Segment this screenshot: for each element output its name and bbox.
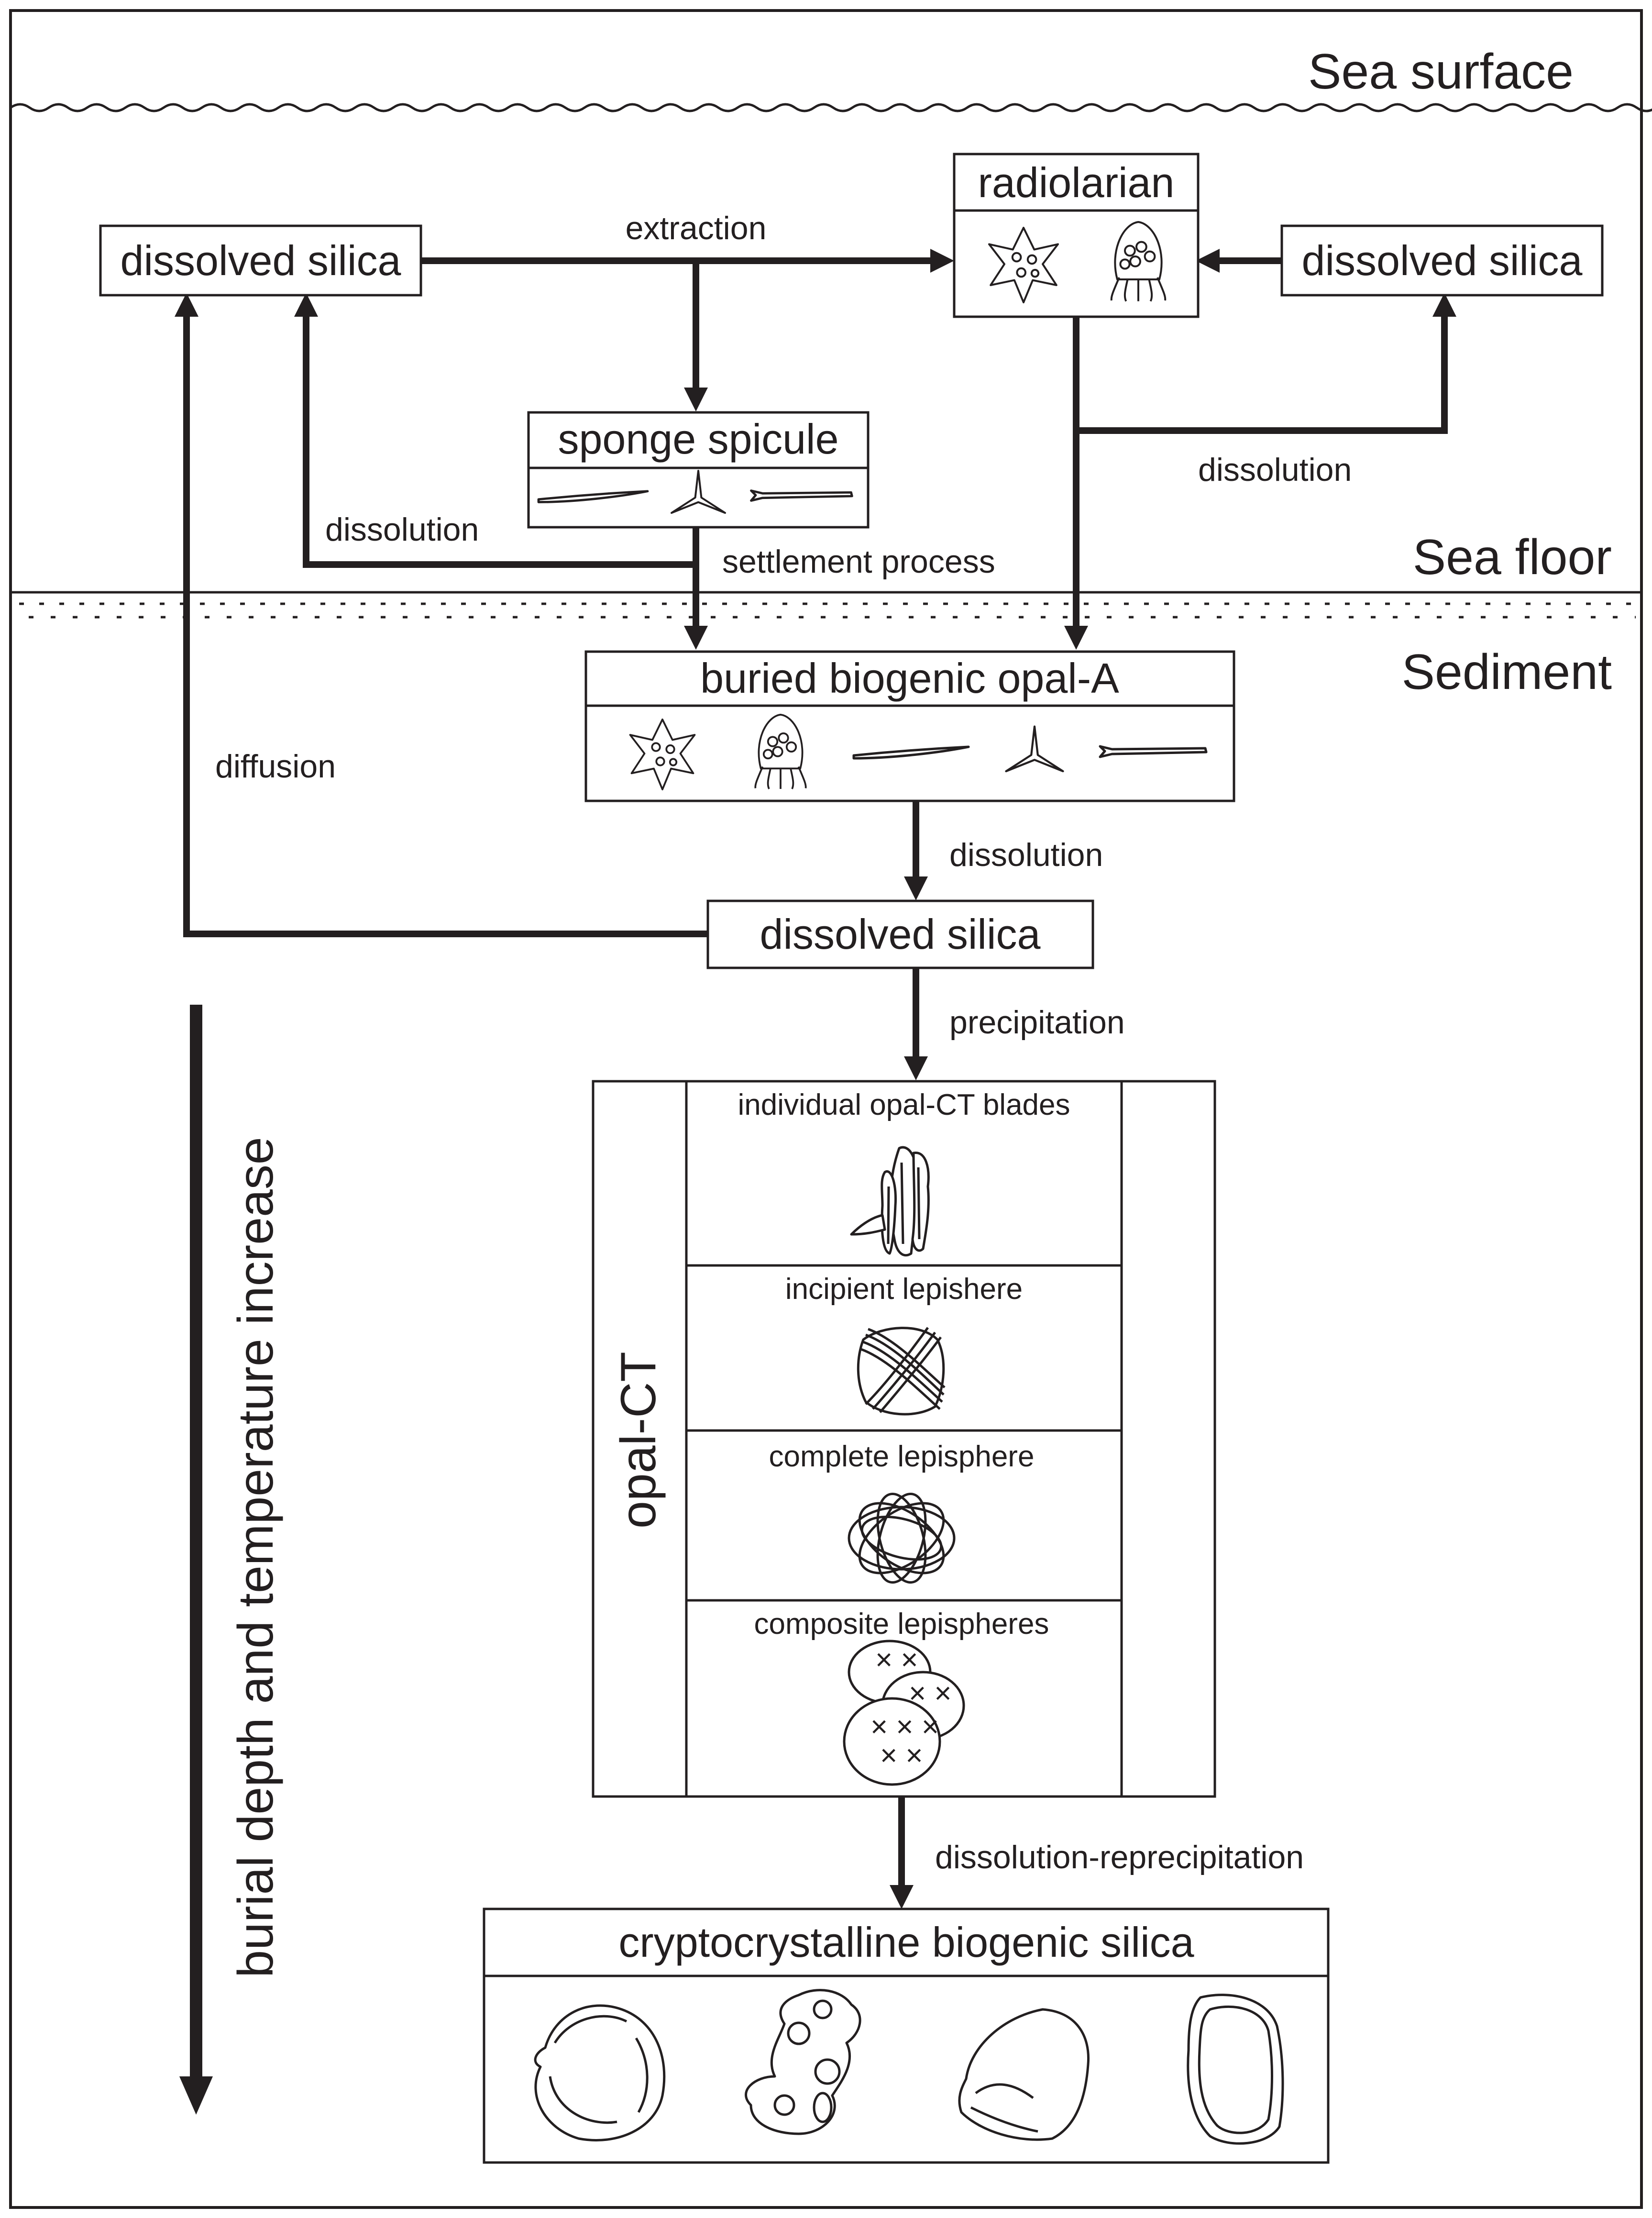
dissolved-silica-left-label: dissolved silica <box>121 237 401 284</box>
incipient-lepisphere-icon <box>857 1327 946 1416</box>
sponge-settlement-arrowhead <box>684 626 708 650</box>
sponge-spicule-box <box>527 411 870 529</box>
opal-ct-stage-3-label: complete lepisphere <box>769 1440 1035 1473</box>
chert-particle-icon <box>534 2004 666 2141</box>
buried-opal-a-box <box>584 650 1235 802</box>
opal-ct-stage-4-label: composite lepispheres <box>754 1608 1049 1641</box>
extraction-arrowhead <box>930 249 954 273</box>
opal-a-dissolution-arrowhead <box>904 876 928 900</box>
radiolarian-label: radiolarian <box>978 159 1175 206</box>
right-silica-arrowhead <box>1196 249 1220 273</box>
burial-depth-arrowhead <box>179 2076 213 2115</box>
settlement-process-label: settlement process <box>722 543 995 580</box>
dissolved-silica-sediment-box <box>706 899 1094 969</box>
opal-ct-stage-1-label: individual opal-CT blades <box>738 1088 1070 1121</box>
svg-text:× ×: × × <box>875 1643 918 1676</box>
opal-ct-blades-icon <box>850 1146 930 1257</box>
radiolarian-dissolution-arrowhead <box>1432 293 1456 317</box>
chert-particle-icon <box>745 1989 861 2135</box>
diffusion-line <box>183 316 708 937</box>
dissolved-silica-sediment-label: dissolved silica <box>760 910 1041 958</box>
radiolarian-settlement-arrowhead <box>1064 626 1088 650</box>
diagram-frame <box>9 9 1643 2209</box>
extraction-to-sponge-arrowhead <box>684 388 708 411</box>
composite-lepisphere-icon: × × × × × × × × × <box>843 1640 965 1786</box>
sediment-label: Sediment <box>1402 644 1612 700</box>
dissolved-silica-right-label: dissolved silica <box>1302 237 1583 284</box>
dissolution-left-label: dissolution <box>325 511 479 548</box>
sponge-spicule-label: sponge spicule <box>558 415 838 463</box>
radiolarian-dissolution-line <box>1076 316 1448 434</box>
sea-surface-line <box>10 103 1652 112</box>
sponge-dissolution-arrowhead <box>294 293 318 317</box>
extraction-label: extraction <box>626 210 767 246</box>
sponge-dissolution-line <box>303 316 696 568</box>
cryptocrystalline-label: cryptocrystalline biogenic silica <box>618 1919 1194 1966</box>
svg-text:× ×: × × <box>880 1739 923 1772</box>
complete-lepisphere-icon <box>848 1493 956 1584</box>
chert-particle-icon <box>958 2008 1090 2141</box>
sea-floor-label: Sea floor <box>1413 530 1612 585</box>
burial-depth-label: burial depth and temperature increase <box>228 1137 284 1978</box>
svg-text:× × ×: × × × <box>870 1710 939 1743</box>
opal-ct-stage-2-label: incipient lepishere <box>785 1273 1023 1306</box>
diffusion-arrowhead <box>175 293 198 317</box>
diffusion-label: diffusion <box>215 748 336 785</box>
dissolution-reprecipitation-arrowhead <box>890 1885 914 1909</box>
dissolution-right-label: dissolution <box>1198 452 1352 488</box>
svg-text:× ×: × × <box>909 1677 952 1710</box>
precipitation-label: precipitation <box>949 1004 1125 1041</box>
opal-a-dissolution-label: dissolution <box>949 837 1103 873</box>
dissolution-reprecipitation-label: dissolution-reprecipitation <box>935 1839 1304 1875</box>
radiolarian-box <box>953 153 1200 318</box>
sea-surface-label: Sea surface <box>1308 44 1574 100</box>
opal-ct-label: opal-CT <box>611 1352 666 1529</box>
dissolved-silica-left-box <box>99 224 422 297</box>
chert-particle-icon <box>1187 1994 1284 2145</box>
buried-opal-a-label: buried biogenic opal-A <box>700 654 1119 702</box>
dissolved-silica-right-box <box>1280 224 1604 297</box>
precipitation-arrowhead <box>904 1056 928 1080</box>
